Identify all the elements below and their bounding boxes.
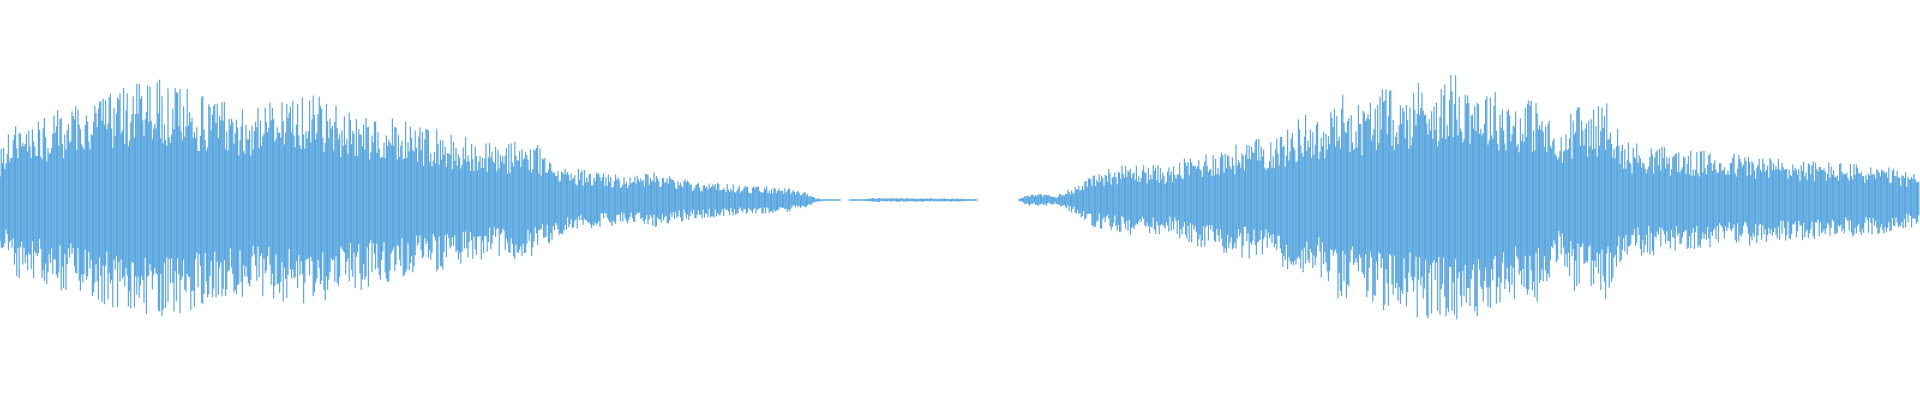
waveform-samples: [0, 74, 1920, 320]
